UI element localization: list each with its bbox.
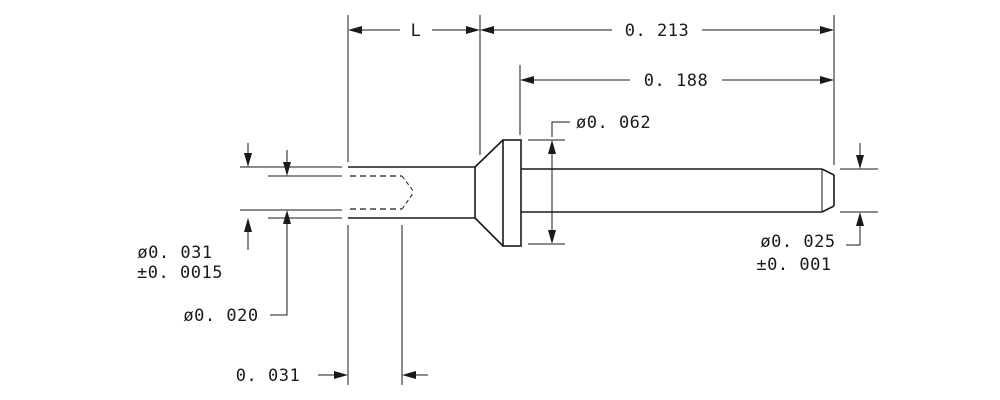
hidden-bore — [350, 175, 415, 210]
label-head-diameter: ø0. 062 — [576, 113, 651, 133]
dimension-overall-length: 0. 213 — [480, 21, 834, 41]
dimension-length-l: L — [348, 21, 480, 41]
label-tip-diameter: ø0. 025 — [760, 232, 835, 252]
dimension-shank-length: 0. 188 — [520, 71, 834, 91]
label-overall-length: 0. 213 — [625, 21, 689, 41]
dimension-bore-diameter: ø0. 020 — [183, 150, 291, 326]
part-outline — [348, 139, 835, 247]
dimension-tip-diameter: ø0. 025 ±0. 001 — [756, 143, 864, 275]
label-bore-depth: 0. 031 — [236, 366, 300, 386]
label-tip-tolerance: ±0. 001 — [756, 255, 831, 275]
label-tail-tolerance: ±0. 0015 — [137, 263, 223, 283]
label-bore-diameter: ø0. 020 — [183, 306, 258, 326]
label-tail-diameter: ø0. 031 — [137, 243, 212, 263]
label-l: L — [411, 21, 422, 41]
dimension-tail-diameter: ø0. 031 ±0. 0015 — [137, 143, 252, 283]
dimension-bore-depth: 0. 031 — [236, 366, 428, 386]
dimension-head-diameter: ø0. 062 — [548, 113, 651, 244]
label-shank-length: 0. 188 — [644, 71, 708, 91]
extension-lines — [240, 15, 878, 385]
